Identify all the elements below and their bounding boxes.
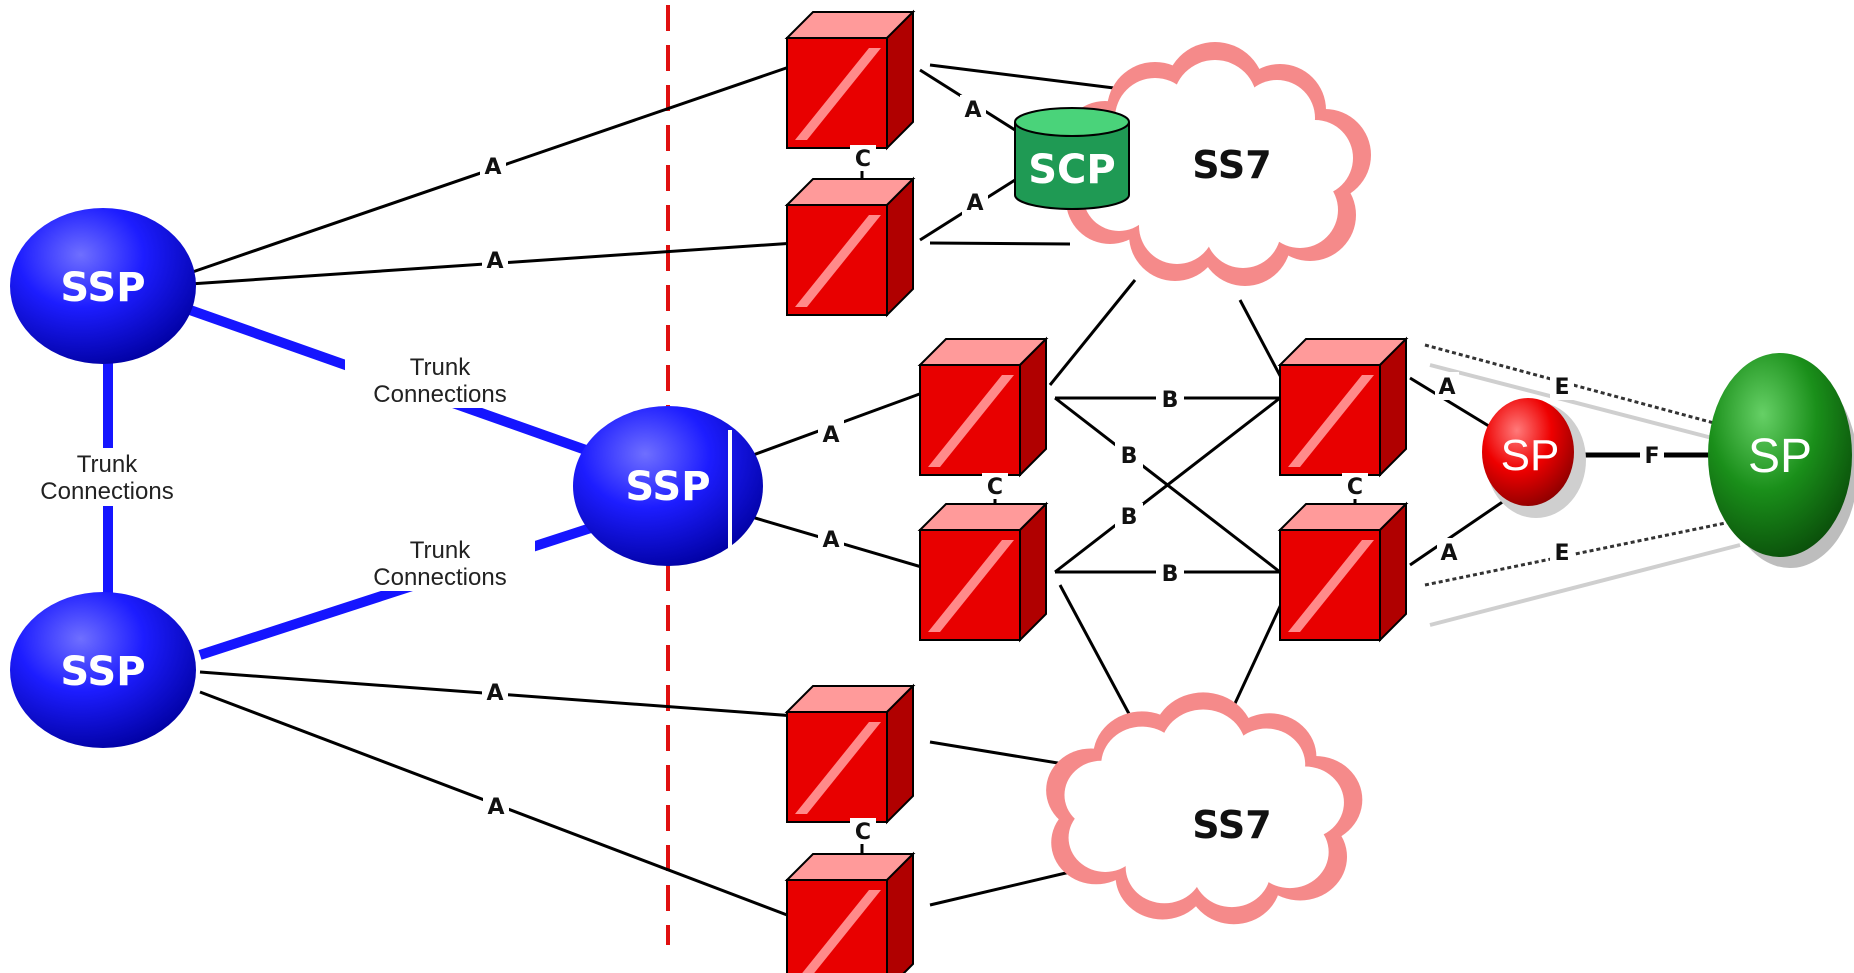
- svg-text:A: A: [822, 423, 839, 448]
- ssp-bottom-label: SSP: [60, 649, 145, 695]
- stp-cube-mid-left-1[interactable]: [919, 338, 1047, 476]
- trunk-label-top: Trunk Connections: [345, 350, 535, 408]
- link-label-f1: F: [1640, 440, 1664, 470]
- svg-text:C: C: [855, 820, 871, 845]
- svg-text:B: B: [1162, 388, 1179, 413]
- svg-text:A: A: [822, 528, 839, 553]
- stp-cube-mid-right-2[interactable]: [1279, 503, 1407, 641]
- link-label-e2: E: [1550, 538, 1574, 566]
- link-label-c1: C: [850, 145, 876, 172]
- svg-text:C: C: [987, 475, 1003, 500]
- link-label-a4: A: [483, 792, 509, 820]
- svg-text:F: F: [1644, 444, 1659, 469]
- link-label-e1: E: [1550, 372, 1574, 400]
- link-label-a-scp2: A: [962, 188, 988, 216]
- svg-text:A: A: [484, 155, 501, 180]
- link-label-a1: A: [480, 152, 506, 180]
- link-label-a2: A: [482, 246, 508, 274]
- stp-cube-bottom-1[interactable]: [786, 685, 914, 823]
- link-label-a-scp1: A: [960, 95, 986, 123]
- link-label-a-sp2: A: [1437, 538, 1461, 566]
- link-label-a5: A: [818, 420, 844, 448]
- ssp-node-top[interactable]: SSP: [10, 208, 196, 364]
- stp-cube-mid-left-2[interactable]: [919, 503, 1047, 641]
- e-links: [1424, 343, 1741, 587]
- link-label-a6: A: [818, 525, 844, 553]
- link-label-b2: B: [1115, 442, 1143, 469]
- svg-text:B: B: [1162, 562, 1179, 587]
- svg-text:A: A: [487, 795, 504, 820]
- svg-text:A: A: [964, 98, 981, 123]
- link-label-b3: B: [1115, 503, 1143, 530]
- sp-green-label: SP: [1748, 430, 1812, 483]
- link-label-c3: C: [1342, 473, 1368, 500]
- trunk-left-line2: Connections: [40, 478, 173, 505]
- ssp-node-center[interactable]: SSP: [573, 406, 763, 566]
- link-label-c2: C: [982, 473, 1008, 500]
- trunk-bottom-line2: Connections: [373, 564, 506, 591]
- svg-text:C: C: [855, 147, 871, 172]
- link-label-c4: C: [850, 818, 876, 845]
- sp-node-red[interactable]: SP: [1482, 398, 1586, 518]
- ssp-top-label: SSP: [60, 265, 145, 311]
- svg-text:E: E: [1554, 375, 1569, 400]
- trunk-top-line2: Connections: [373, 381, 506, 408]
- trunk-label-left: Trunk Connections: [15, 448, 200, 506]
- link-label-b4: B: [1156, 560, 1184, 587]
- trunk-left-line1: Trunk: [77, 451, 138, 478]
- trunk-top-line1: Trunk: [410, 354, 471, 381]
- link-label-a-sp1: A: [1435, 372, 1459, 400]
- link-label-a3: A: [482, 678, 508, 706]
- stp-cube-bottom-2[interactable]: [786, 853, 914, 973]
- sp-node-green[interactable]: SP: [1708, 353, 1854, 568]
- signaling-links: [174, 63, 1521, 920]
- ss7-cloud-top-label: SS7: [1192, 143, 1271, 187]
- svg-text:A: A: [486, 681, 503, 706]
- ss7-cloud-bottom-label: SS7: [1192, 803, 1271, 847]
- ssp-node-bottom[interactable]: SSP: [10, 592, 196, 748]
- svg-text:A: A: [1438, 375, 1455, 400]
- stp-cube-mid-right-1[interactable]: [1279, 338, 1407, 476]
- link-label-b1: B: [1156, 386, 1184, 413]
- e-links-shadow: [1429, 363, 1741, 627]
- stp-cube-top-1[interactable]: [786, 11, 914, 149]
- svg-text:A: A: [486, 249, 503, 274]
- stp-cube-top-2[interactable]: [786, 178, 914, 316]
- svg-text:E: E: [1554, 541, 1569, 566]
- trunk-label-bottom: Trunk Connections: [345, 533, 535, 591]
- ssp-center-label: SSP: [625, 464, 710, 510]
- trunk-bottom-line1: Trunk: [410, 537, 471, 564]
- link-labels: A A A A A A A A A A B B B B C C C C E E …: [480, 95, 1664, 845]
- scp-label: SCP: [1028, 147, 1115, 193]
- sp-red-label: SP: [1501, 431, 1560, 480]
- svg-text:C: C: [1347, 475, 1363, 500]
- svg-text:A: A: [1440, 541, 1457, 566]
- svg-text:B: B: [1121, 444, 1138, 469]
- scp-database[interactable]: SCP: [1014, 107, 1130, 210]
- svg-text:A: A: [966, 191, 983, 216]
- svg-text:B: B: [1121, 505, 1138, 530]
